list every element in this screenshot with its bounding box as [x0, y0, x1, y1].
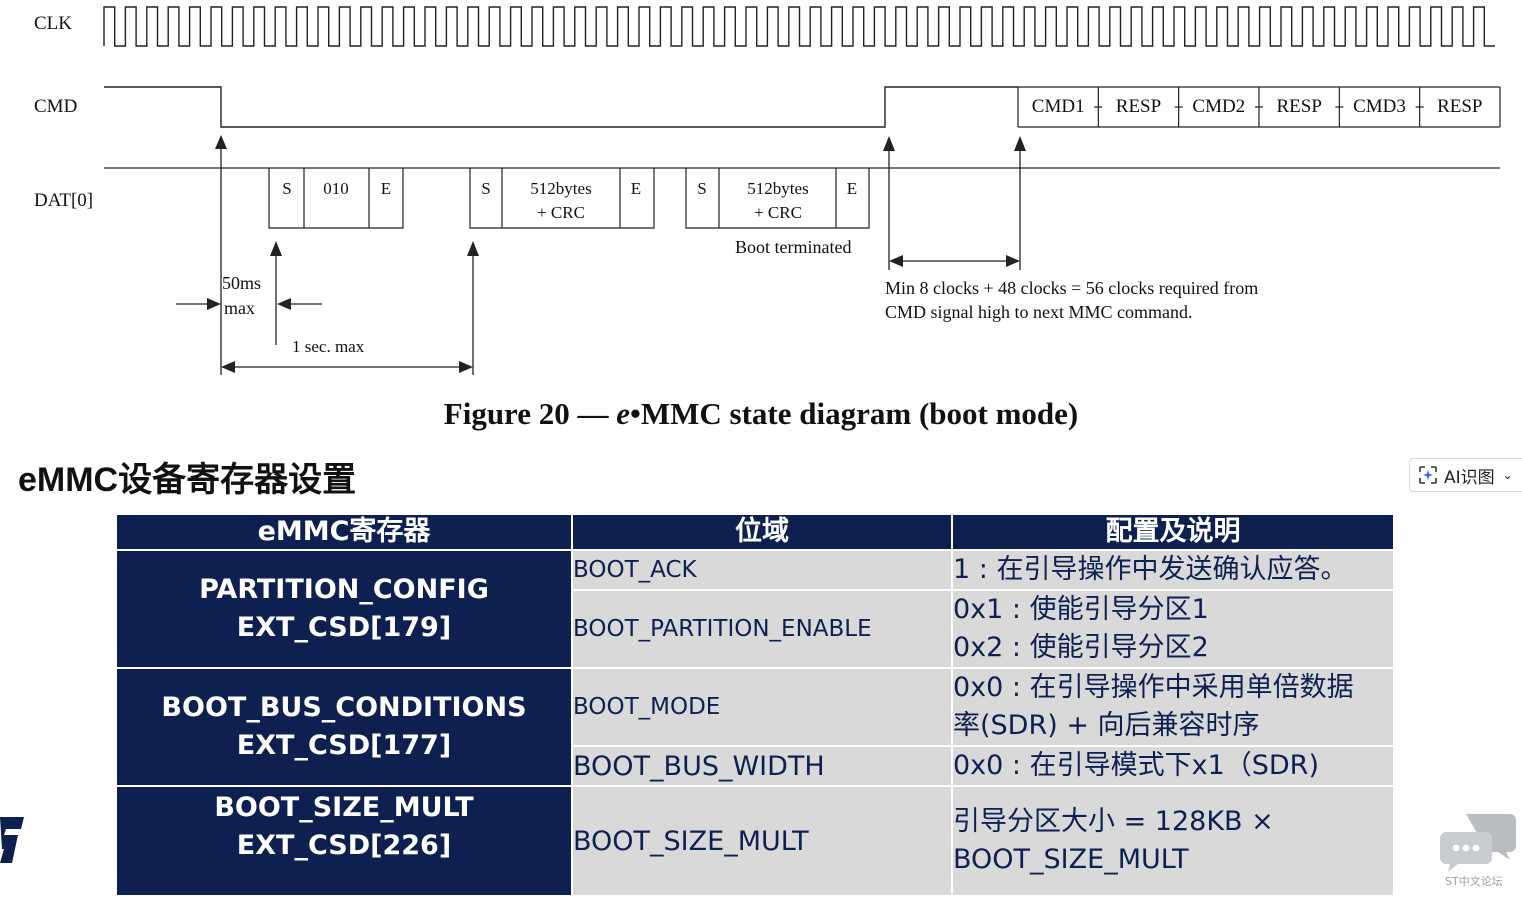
bit-field-cell: BOOT_PARTITION_ENABLE: [571, 589, 953, 669]
clocks-note-1: Min 8 clocks + 48 clocks = 56 clocks req…: [885, 278, 1258, 298]
cmd-sequence: CMD1 RESP CMD2 RESP CMD3 RESP: [1017, 86, 1501, 128]
register-name-cell: PARTITION_CONFIG EXT_CSD[179]: [115, 549, 573, 669]
cmd-cell-label: CMD1: [1032, 96, 1085, 117]
cmd-cell-divider: [1335, 87, 1344, 127]
register-name: PARTITION_CONFIG: [199, 574, 489, 605]
cmd-cell-divider: [1255, 87, 1263, 127]
clocks-note-2: CMD signal high to next MMC command.: [885, 302, 1193, 322]
dat-block-ack: S 010 E: [268, 168, 404, 229]
table-row: BOOT_SIZE_MULT EXT_CSD[226] BOOT_SIZE_MU…: [115, 785, 1395, 897]
register-table: eMMC寄存器 位域 配置及说明 PARTITION_CONFIG EXT_CS…: [115, 513, 1395, 897]
description-line: 率(SDR) + 向后兼容时序: [953, 710, 1260, 741]
caption-prefix: Figure 20 —: [443, 396, 617, 431]
data-crc: + CRC: [754, 203, 802, 222]
description-cell: 0x0 : 在引导操作中采用单倍数据 率(SDR) + 向后兼容时序: [951, 667, 1395, 747]
data-crc: + CRC: [537, 203, 585, 222]
register-index: EXT_CSD[177]: [236, 730, 452, 761]
end-bit: E: [631, 179, 641, 198]
bit-field-cell: BOOT_SIZE_MULT: [571, 785, 953, 897]
column-header: 配置及说明: [951, 513, 1395, 551]
register-name-cell: BOOT_SIZE_MULT EXT_CSD[226]: [115, 785, 573, 897]
ai-scan-icon: [1419, 466, 1437, 484]
register-index: EXT_CSD[226]: [236, 830, 452, 861]
description-cell: 0x1 : 使能引导分区1 0x2 : 使能引导分区2: [951, 589, 1395, 669]
cmd-cell-divider: [1174, 87, 1183, 127]
ms-max-label-2: max: [224, 298, 255, 318]
clk-label: CLK: [34, 13, 72, 34]
section-title: eMMC设备寄存器设置: [18, 461, 357, 499]
ack-pattern: 010: [323, 179, 349, 198]
boot-terminated-label: Boot terminated: [735, 237, 851, 257]
register-name: BOOT_SIZE_MULT: [214, 792, 474, 823]
start-bit: S: [282, 179, 291, 198]
description-cell: 0x0 : 在引导模式下x1（SDR): [951, 745, 1395, 787]
ai-button-label: AI识图: [1444, 467, 1495, 488]
dat-block-data-2: S 512bytes + CRC E: [685, 168, 870, 229]
cmd-cell-divider: [1415, 87, 1424, 127]
table-row: BOOT_PARTITION_ENABLE 0x1 : 使能引导分区1 0x2 …: [116, 589, 1395, 669]
st-logo-icon: [0, 817, 24, 863]
caption-italic: e: [616, 396, 631, 431]
chevron-down-icon: ⌄: [1502, 468, 1513, 482]
description-cell: 1 : 在引导操作中发送确认应答。: [951, 549, 1395, 591]
register-name: BOOT_BUS_CONDITIONS: [161, 692, 527, 723]
cmd-cell-divider: [1094, 87, 1103, 127]
caption-rest: •MMC state diagram (boot mode): [630, 396, 1079, 431]
ai-recognize-button[interactable]: AI识图 ⌄: [1409, 458, 1522, 492]
bit-field-cell: BOOT_BUS_WIDTH: [571, 745, 953, 787]
data-bytes: 512bytes: [747, 179, 808, 198]
resp-cell-label: RESP: [1116, 96, 1161, 117]
table-row: BOOT_BUS_WIDTH 0x0 : 在引导模式下x1（SDR): [116, 745, 1395, 787]
description-line: 引导分区大小 = 128KB ×: [953, 806, 1274, 837]
resp-cell-label: RESP: [1437, 96, 1482, 117]
description-line: 0x2 : 使能引导分区2: [953, 632, 1209, 663]
dat-block-data-1: S 512bytes + CRC E: [469, 168, 655, 229]
description-line: 1 : 在引导操作中发送确认应答。: [953, 554, 1348, 585]
column-header: eMMC寄存器: [115, 513, 573, 551]
cmd-waveform: [104, 86, 1018, 128]
cmd-cell-label: CMD2: [1192, 96, 1245, 117]
figure-caption: Figure 20 — e•MMC state diagram (boot mo…: [0, 396, 1522, 432]
register-name-cell: BOOT_BUS_CONDITIONS EXT_CSD[177]: [115, 667, 573, 787]
description-line: BOOT_SIZE_MULT: [953, 844, 1189, 875]
register-index: EXT_CSD[179]: [236, 612, 452, 643]
ms-max-label: 50ms: [222, 273, 261, 293]
start-bit: S: [481, 179, 490, 198]
timing-arrows: [176, 135, 1026, 375]
table-row: BOOT_BUS_CONDITIONS EXT_CSD[177] BOOT_MO…: [115, 667, 1395, 787]
end-bit: E: [847, 179, 857, 198]
cmd-cell-label: CMD3: [1353, 96, 1406, 117]
description-line: 0x0 : 在引导操作中采用单倍数据: [953, 672, 1354, 703]
column-header: 位域: [571, 513, 953, 551]
description-line: 0x0 : 在引导模式下x1（SDR): [953, 750, 1319, 781]
chat-bubbles-icon: [1440, 814, 1516, 872]
forum-watermark: ST中文论坛: [1445, 875, 1503, 888]
table-row: PARTITION_CONFIG EXT_CSD[179] BOOT_ACK 1…: [115, 549, 1395, 669]
start-bit: S: [697, 179, 706, 198]
data-bytes: 512bytes: [530, 179, 591, 198]
bit-field-cell: BOOT_ACK: [571, 549, 953, 591]
bit-field-cell: BOOT_MODE: [571, 667, 953, 747]
dat-label: DAT[0]: [34, 190, 93, 211]
cmd-label: CMD: [34, 96, 77, 117]
table-header-row: eMMC寄存器 位域 配置及说明: [115, 513, 1395, 551]
description-cell: 引导分区大小 = 128KB × BOOT_SIZE_MULT: [951, 785, 1395, 897]
sec-max-label: 1 sec. max: [292, 337, 365, 356]
resp-cell-label: RESP: [1276, 96, 1321, 117]
end-bit: E: [381, 179, 391, 198]
clk-waveform: [103, 6, 1495, 47]
description-line: 0x1 : 使能引导分区1: [953, 594, 1209, 625]
